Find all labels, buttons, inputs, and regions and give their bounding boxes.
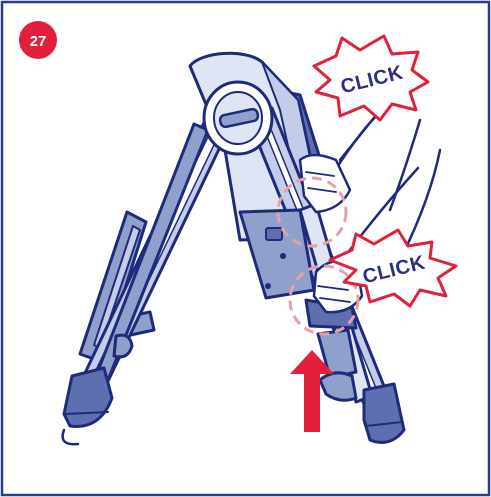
bracket-slot xyxy=(266,228,282,240)
step-number: 27 xyxy=(30,33,47,50)
step-badge: 27 xyxy=(19,21,57,59)
bracket-rivet-2 xyxy=(265,283,271,289)
bracket-rivet-1 xyxy=(280,253,286,259)
wheel-mid-left xyxy=(114,335,132,357)
